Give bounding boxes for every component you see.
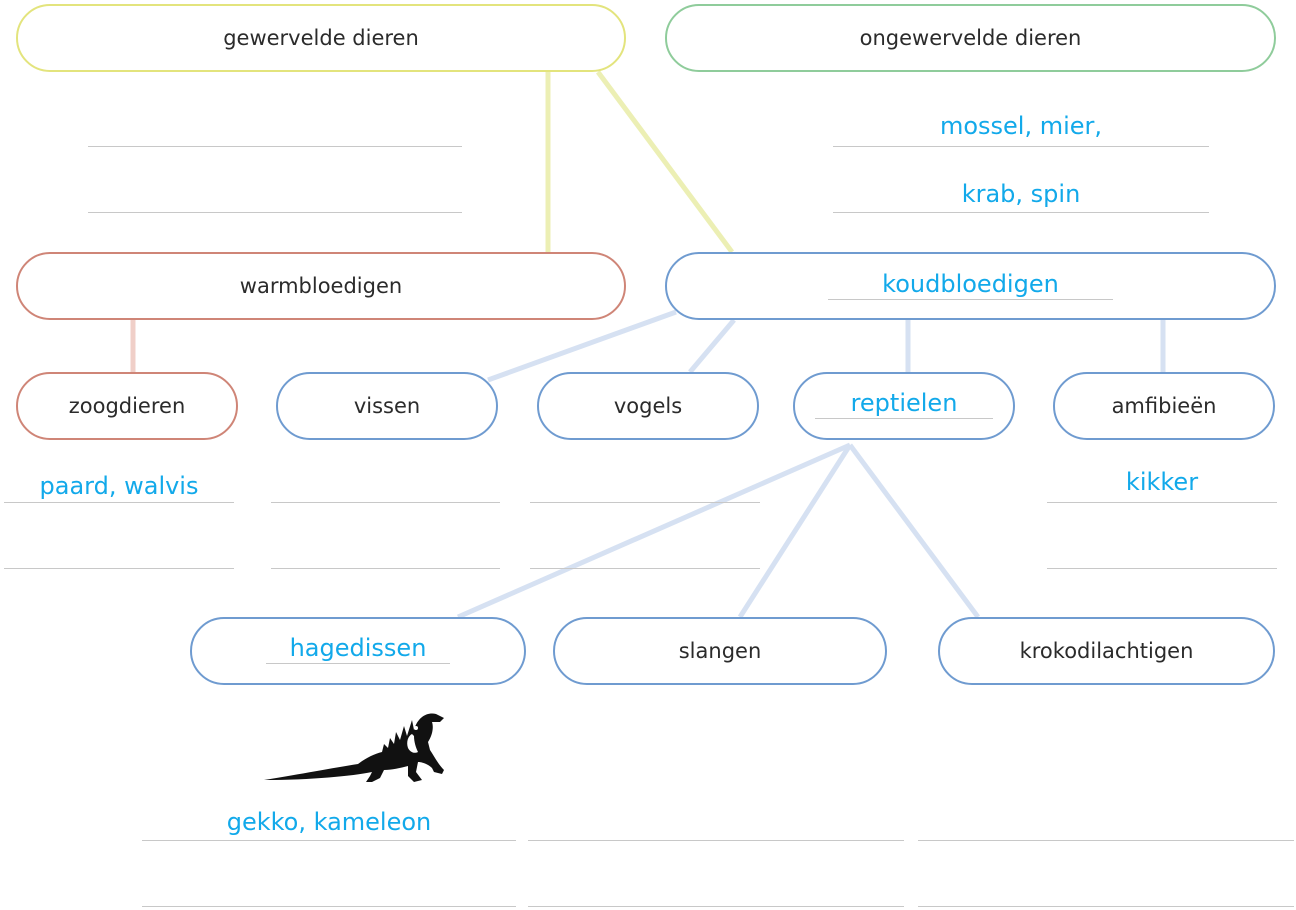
answer-line[interactable] xyxy=(530,502,760,503)
cold-blooded-box: koudbloedigen xyxy=(665,252,1276,320)
reptiles-answer[interactable]: reptielen xyxy=(814,388,994,419)
connector-cold-birds xyxy=(688,318,736,374)
lizard-icon xyxy=(264,713,444,782)
warm-blooded-box: warmbloedigen xyxy=(16,252,626,320)
reptiles-box: reptielen xyxy=(793,372,1015,440)
lizards-example: gekko, kameleon xyxy=(226,808,432,836)
birds-label: vogels xyxy=(613,394,683,418)
fish-label: vissen xyxy=(353,394,421,418)
vertebrates-label: gewervelde dieren xyxy=(223,26,419,50)
connector-reptiles-lizards xyxy=(456,442,852,620)
lizards-box: hagedissen xyxy=(190,617,526,685)
answer-line[interactable] xyxy=(1047,568,1277,569)
invertebrate-example-2: krab, spin xyxy=(961,180,1081,208)
connector-reptiles-crocodiles xyxy=(847,443,981,619)
snakes-box: slangen xyxy=(553,617,887,685)
answer-line[interactable] xyxy=(528,840,904,841)
answer-line[interactable] xyxy=(4,502,234,503)
mammals-example: paard, walvis xyxy=(39,472,199,500)
mammals-label: zoogdieren xyxy=(68,394,186,418)
amphibians-box: amfibieën xyxy=(1053,372,1275,440)
birds-box: vogels xyxy=(537,372,759,440)
invertebrates-label: ongewervelde dieren xyxy=(859,26,1082,50)
answer-line[interactable] xyxy=(1047,502,1277,503)
answer-line[interactable] xyxy=(142,906,516,907)
connector-vertebrates-cold xyxy=(595,70,735,254)
answer-line[interactable] xyxy=(88,146,462,147)
crocodiles-label: krokodilachtigen xyxy=(1019,639,1194,663)
vertebrates-box: gewervelde dieren xyxy=(16,4,626,72)
warm-blooded-label: warmbloedigen xyxy=(239,274,403,298)
answer-line[interactable] xyxy=(528,906,904,907)
answer-line[interactable] xyxy=(88,212,462,213)
answer-line[interactable] xyxy=(530,568,760,569)
mammals-box: zoogdieren xyxy=(16,372,238,440)
answer-line[interactable] xyxy=(833,212,1209,213)
answer-line[interactable] xyxy=(918,840,1294,841)
amphibians-label: amfibieën xyxy=(1111,394,1217,418)
snakes-label: slangen xyxy=(678,639,762,663)
answer-line[interactable] xyxy=(142,840,516,841)
answer-line[interactable] xyxy=(271,502,500,503)
lizards-answer[interactable]: hagedissen xyxy=(265,633,451,664)
answer-line[interactable] xyxy=(271,568,500,569)
answer-line[interactable] xyxy=(4,568,234,569)
cold-blooded-answer[interactable]: koudbloedigen xyxy=(828,269,1113,300)
crocodiles-box: krokodilachtigen xyxy=(938,617,1275,685)
connector-reptiles-snakes xyxy=(737,443,853,619)
amphibians-example: kikker xyxy=(1125,468,1199,496)
invertebrate-example-1: mossel, mier, xyxy=(939,112,1103,140)
answer-line[interactable] xyxy=(833,146,1209,147)
invertebrates-box: ongewervelde dieren xyxy=(665,4,1276,72)
answer-line[interactable] xyxy=(918,906,1294,907)
connector-cold-fish xyxy=(487,309,677,383)
fish-box: vissen xyxy=(276,372,498,440)
